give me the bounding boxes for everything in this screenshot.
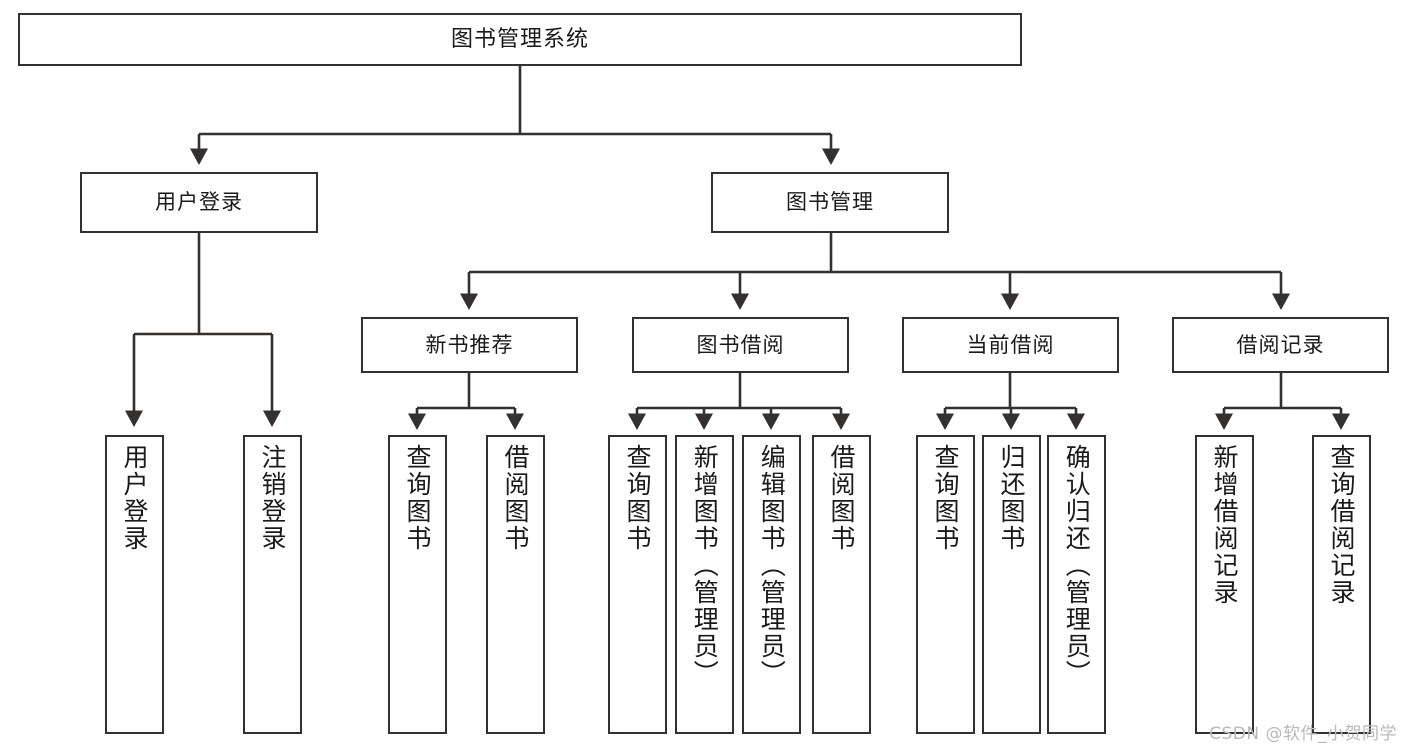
node-borrow-record[interactable]: 借阅记录 bbox=[1172, 317, 1389, 373]
node-book-borrow-label: 图书借阅 bbox=[696, 332, 785, 357]
leaf-confirm-return-label: 确认归还（管理员） bbox=[1062, 444, 1092, 687]
watermark-text: CSDN @软件_小贺同学 bbox=[1209, 724, 1397, 744]
leaf-edit-book-label: 编辑图书（管理员） bbox=[757, 444, 787, 687]
node-book-manage-label: 图书管理 bbox=[786, 190, 874, 215]
node-current-borrow-label: 当前借阅 bbox=[966, 332, 1055, 357]
leaf-add-record[interactable]: 新增借阅记录 bbox=[1195, 435, 1254, 734]
node-borrow-record-label: 借阅记录 bbox=[1236, 332, 1325, 357]
leaf-borrow-book-1[interactable]: 借阅图书 bbox=[486, 435, 545, 734]
leaf-return-book-label: 归还图书 bbox=[997, 444, 1026, 552]
leaf-query-record[interactable]: 查询借阅记录 bbox=[1312, 435, 1371, 734]
leaf-query-record-label: 查询借阅记录 bbox=[1327, 444, 1356, 606]
node-current-borrow[interactable]: 当前借阅 bbox=[902, 317, 1119, 373]
node-root-label: 图书管理系统 bbox=[450, 26, 589, 52]
node-user-login[interactable]: 用户登录 bbox=[80, 172, 318, 233]
leaf-query-book-3-label: 查询图书 bbox=[931, 444, 960, 552]
leaf-add-book-label: 新增图书（管理员） bbox=[690, 444, 720, 687]
leaf-user-login-label: 用户登录 bbox=[120, 444, 149, 552]
node-new-book-rec-label: 新书推荐 bbox=[425, 332, 514, 357]
leaf-borrow-book-1-label: 借阅图书 bbox=[501, 444, 530, 552]
leaf-query-book-2[interactable]: 查询图书 bbox=[608, 435, 667, 734]
leaf-borrow-book-2-label: 借阅图书 bbox=[827, 444, 856, 552]
leaf-logout-login[interactable]: 注销登录 bbox=[243, 435, 302, 734]
leaf-query-book-1-label: 查询图书 bbox=[403, 444, 432, 552]
leaf-query-book-1[interactable]: 查询图书 bbox=[388, 435, 447, 734]
leaf-return-book[interactable]: 归还图书 bbox=[982, 435, 1041, 734]
node-user-login-label: 用户登录 bbox=[155, 190, 243, 215]
leaf-query-book-2-label: 查询图书 bbox=[623, 444, 652, 552]
node-root[interactable]: 图书管理系统 bbox=[18, 13, 1022, 66]
leaf-logout-login-label: 注销登录 bbox=[258, 444, 287, 552]
leaf-user-login[interactable]: 用户登录 bbox=[105, 435, 164, 734]
leaf-borrow-book-2[interactable]: 借阅图书 bbox=[812, 435, 871, 734]
leaf-query-book-3[interactable]: 查询图书 bbox=[916, 435, 975, 734]
leaf-edit-book[interactable]: 编辑图书（管理员） bbox=[742, 435, 801, 734]
node-new-book-rec[interactable]: 新书推荐 bbox=[361, 317, 578, 373]
node-book-manage[interactable]: 图书管理 bbox=[711, 172, 949, 233]
leaf-add-record-label: 新增借阅记录 bbox=[1210, 444, 1239, 606]
leaf-add-book[interactable]: 新增图书（管理员） bbox=[675, 435, 734, 734]
node-book-borrow[interactable]: 图书借阅 bbox=[632, 317, 849, 373]
leaf-confirm-return[interactable]: 确认归还（管理员） bbox=[1047, 435, 1106, 734]
